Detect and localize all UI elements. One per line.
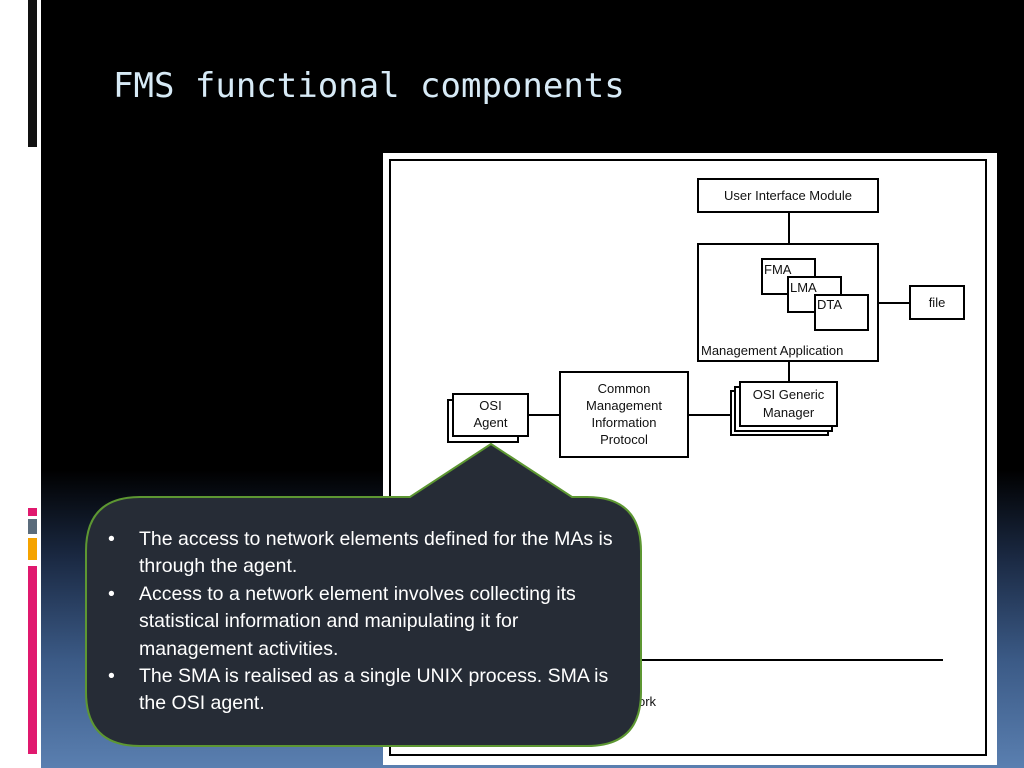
dta-box bbox=[814, 294, 869, 331]
bullet-marker: • bbox=[108, 528, 115, 550]
osi-generic-manager-box bbox=[739, 381, 838, 427]
file-box bbox=[909, 285, 965, 320]
osi-generic-manager-label-2: Manager bbox=[762, 405, 815, 420]
bullet-marker: • bbox=[108, 582, 115, 605]
left-decorative-strip bbox=[0, 0, 41, 768]
diagram-lines bbox=[389, 159, 987, 756]
strip-bar-orange bbox=[28, 538, 37, 560]
management-application-label: Management Application bbox=[701, 343, 844, 358]
fma-label: FMA bbox=[764, 262, 792, 277]
lma-label: LMA bbox=[790, 280, 817, 295]
osi-agent-label-2: Agent bbox=[473, 415, 508, 430]
strip-bar-pink-long bbox=[28, 566, 37, 754]
architecture-diagram: User Interface Module FMA LMA DTA file M… bbox=[383, 153, 997, 765]
network-partial-label: ork bbox=[638, 694, 657, 709]
strip-bar-pink-small bbox=[28, 508, 37, 516]
osi-agent-box bbox=[452, 393, 529, 437]
file-label: file bbox=[928, 295, 946, 310]
osi-agent-label-1: OSI bbox=[479, 398, 502, 413]
osi-generic-manager-label-1: OSI Generic bbox=[752, 387, 825, 402]
dta-label: DTA bbox=[817, 297, 843, 312]
slide-title: FMS functional components bbox=[113, 66, 625, 106]
strip-bar-gray bbox=[28, 519, 37, 534]
cmip-label-1: Common bbox=[597, 381, 651, 396]
strip-bar-top-dark bbox=[28, 0, 37, 147]
cmip-label-4: Protocol bbox=[600, 432, 648, 447]
bullet-marker: • bbox=[108, 665, 115, 688]
cmip-label-3: Information bbox=[591, 415, 657, 430]
user-interface-module-label: User Interface Module bbox=[724, 188, 852, 203]
cmip-label-2: Management bbox=[586, 398, 662, 413]
